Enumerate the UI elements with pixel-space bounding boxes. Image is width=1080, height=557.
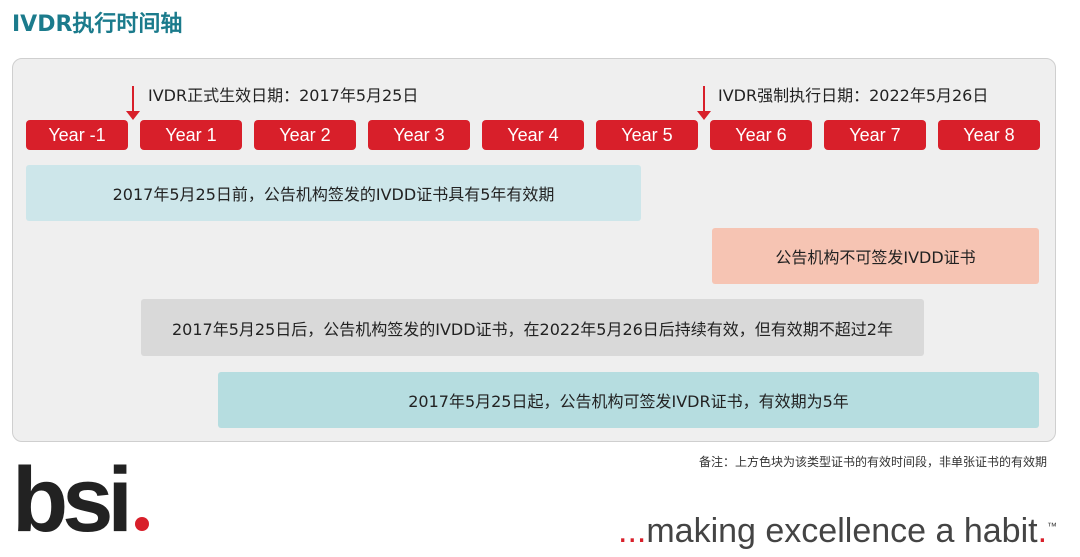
logo-text: bsi [12,449,133,551]
milestone-label: IVDR强制执行日期：2022年5月26日 [718,86,989,105]
milestone-label: IVDR正式生效日期：2017年5月25日 [148,86,419,105]
year-box: Year 5 [596,120,698,150]
page-title: IVDR执行时间轴 [12,12,183,37]
year-box: Year 2 [254,120,356,150]
year-box: Year -1 [26,120,128,150]
arrow-down-icon [126,86,140,120]
tagline-prefix: ... [618,512,647,550]
period-bar-ivdd-after: 2017年5月25日后，公告机构签发的IVDD证书，在2022年5月26日后持续… [141,299,924,356]
tagline: ...making excellence a habit.™ [618,512,1057,551]
period-bar-no-ivdd: 公告机构不可签发IVDD证书 [712,228,1039,284]
period-bar-ivdd-before: 2017年5月25日前，公告机构签发的IVDD证书具有5年有效期 [26,165,641,221]
tagline-text: making excellence a habit [646,512,1038,550]
year-box: Year 7 [824,120,926,150]
year-box: Year 3 [368,120,470,150]
bsi-logo: bsi [12,448,149,553]
year-box: Year 8 [938,120,1040,150]
year-box: Year 4 [482,120,584,150]
tagline-suffix: . [1037,512,1048,550]
footnote: 备注：上方色块为该类型证书的有效时间段，非单张证书的有效期 [698,455,1047,469]
arrow-down-icon [697,86,711,120]
year-box: Year 6 [710,120,812,150]
year-box: Year 1 [140,120,242,150]
period-bar-ivdr: 2017年5月25日起，公告机构可签发IVDR证书，有效期为5年 [218,372,1039,428]
logo-dot-icon [134,517,149,531]
trademark: ™ [1047,521,1058,533]
